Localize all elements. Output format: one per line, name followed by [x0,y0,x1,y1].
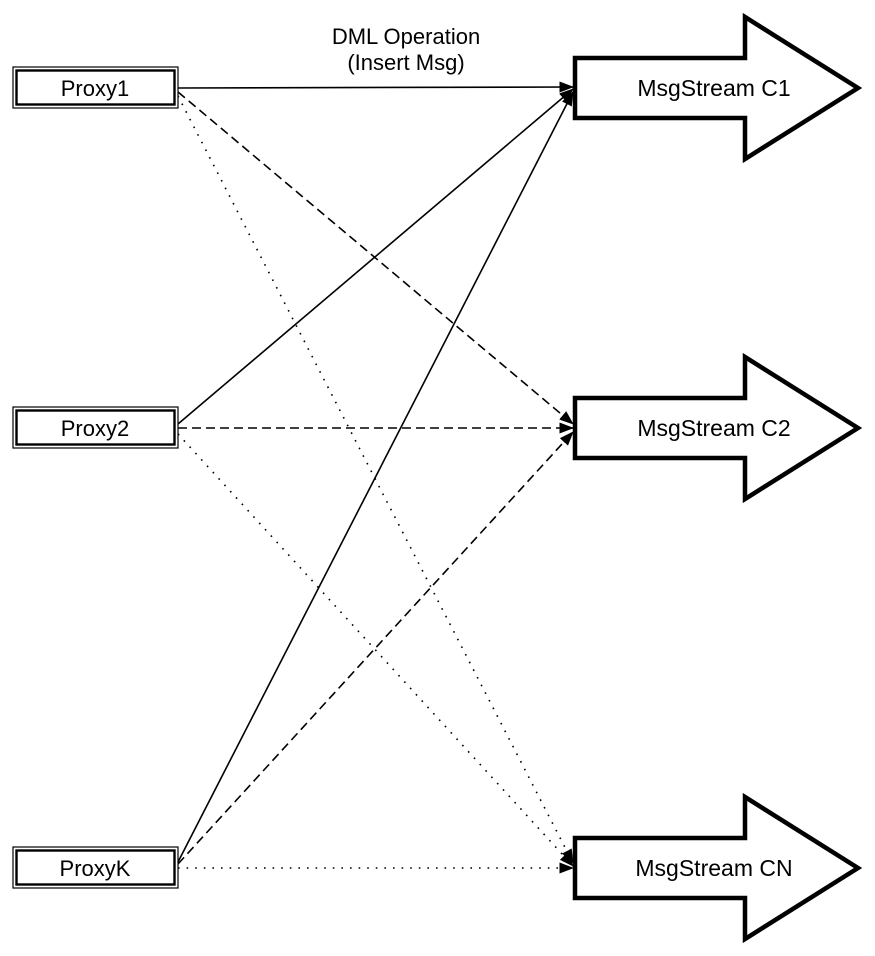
msgstream-c2-label: MsgStream C2 [637,415,790,441]
msgstream-cn-node: MsgStream CN [572,792,863,944]
edge-label: DML Operation (Insert Msg) [332,24,480,75]
proxy1-box-inner [15,69,176,106]
edge-label-line1: DML Operation [332,24,480,49]
proxyk-label: ProxyK [60,856,131,881]
proxy1-label: Proxy1 [61,76,129,101]
connector-proxy1-c2-dashed [177,91,574,425]
proxyk-node: ProxyK [12,846,179,889]
connector-proxy1-cn-dotted [177,95,574,864]
proxy1-node: Proxy1 [12,66,179,109]
msgstream-c1-arrow-shape [572,12,863,164]
connector-proxy2-cn-dotted [177,433,574,867]
connector-proxy1-c1-solid [177,81,574,93]
msgstream-c2-arrow-shape [572,352,863,504]
msgstream-cn-arrow-shape [572,792,863,944]
msgstream-cn-label: MsgStream CN [635,855,792,881]
msgstream-c2-node: MsgStream C2 [572,352,863,504]
msgstream-c1-label: MsgStream C1 [637,75,790,101]
proxy2-node: Proxy2 [12,406,179,449]
msgstream-c1-node: MsgStream C1 [572,12,863,164]
connector-proxyk-c2-dashed [177,431,574,865]
proxyk-box-inner [15,849,176,886]
connector-proxy2-c1-solid [177,88,574,425]
edge-label-line2: (Insert Msg) [347,50,464,75]
proxy2-label: Proxy2 [61,416,129,441]
connector-proxyk-c1-solid [177,91,574,863]
proxy2-box-inner [15,409,176,446]
connector-group [177,81,574,874]
